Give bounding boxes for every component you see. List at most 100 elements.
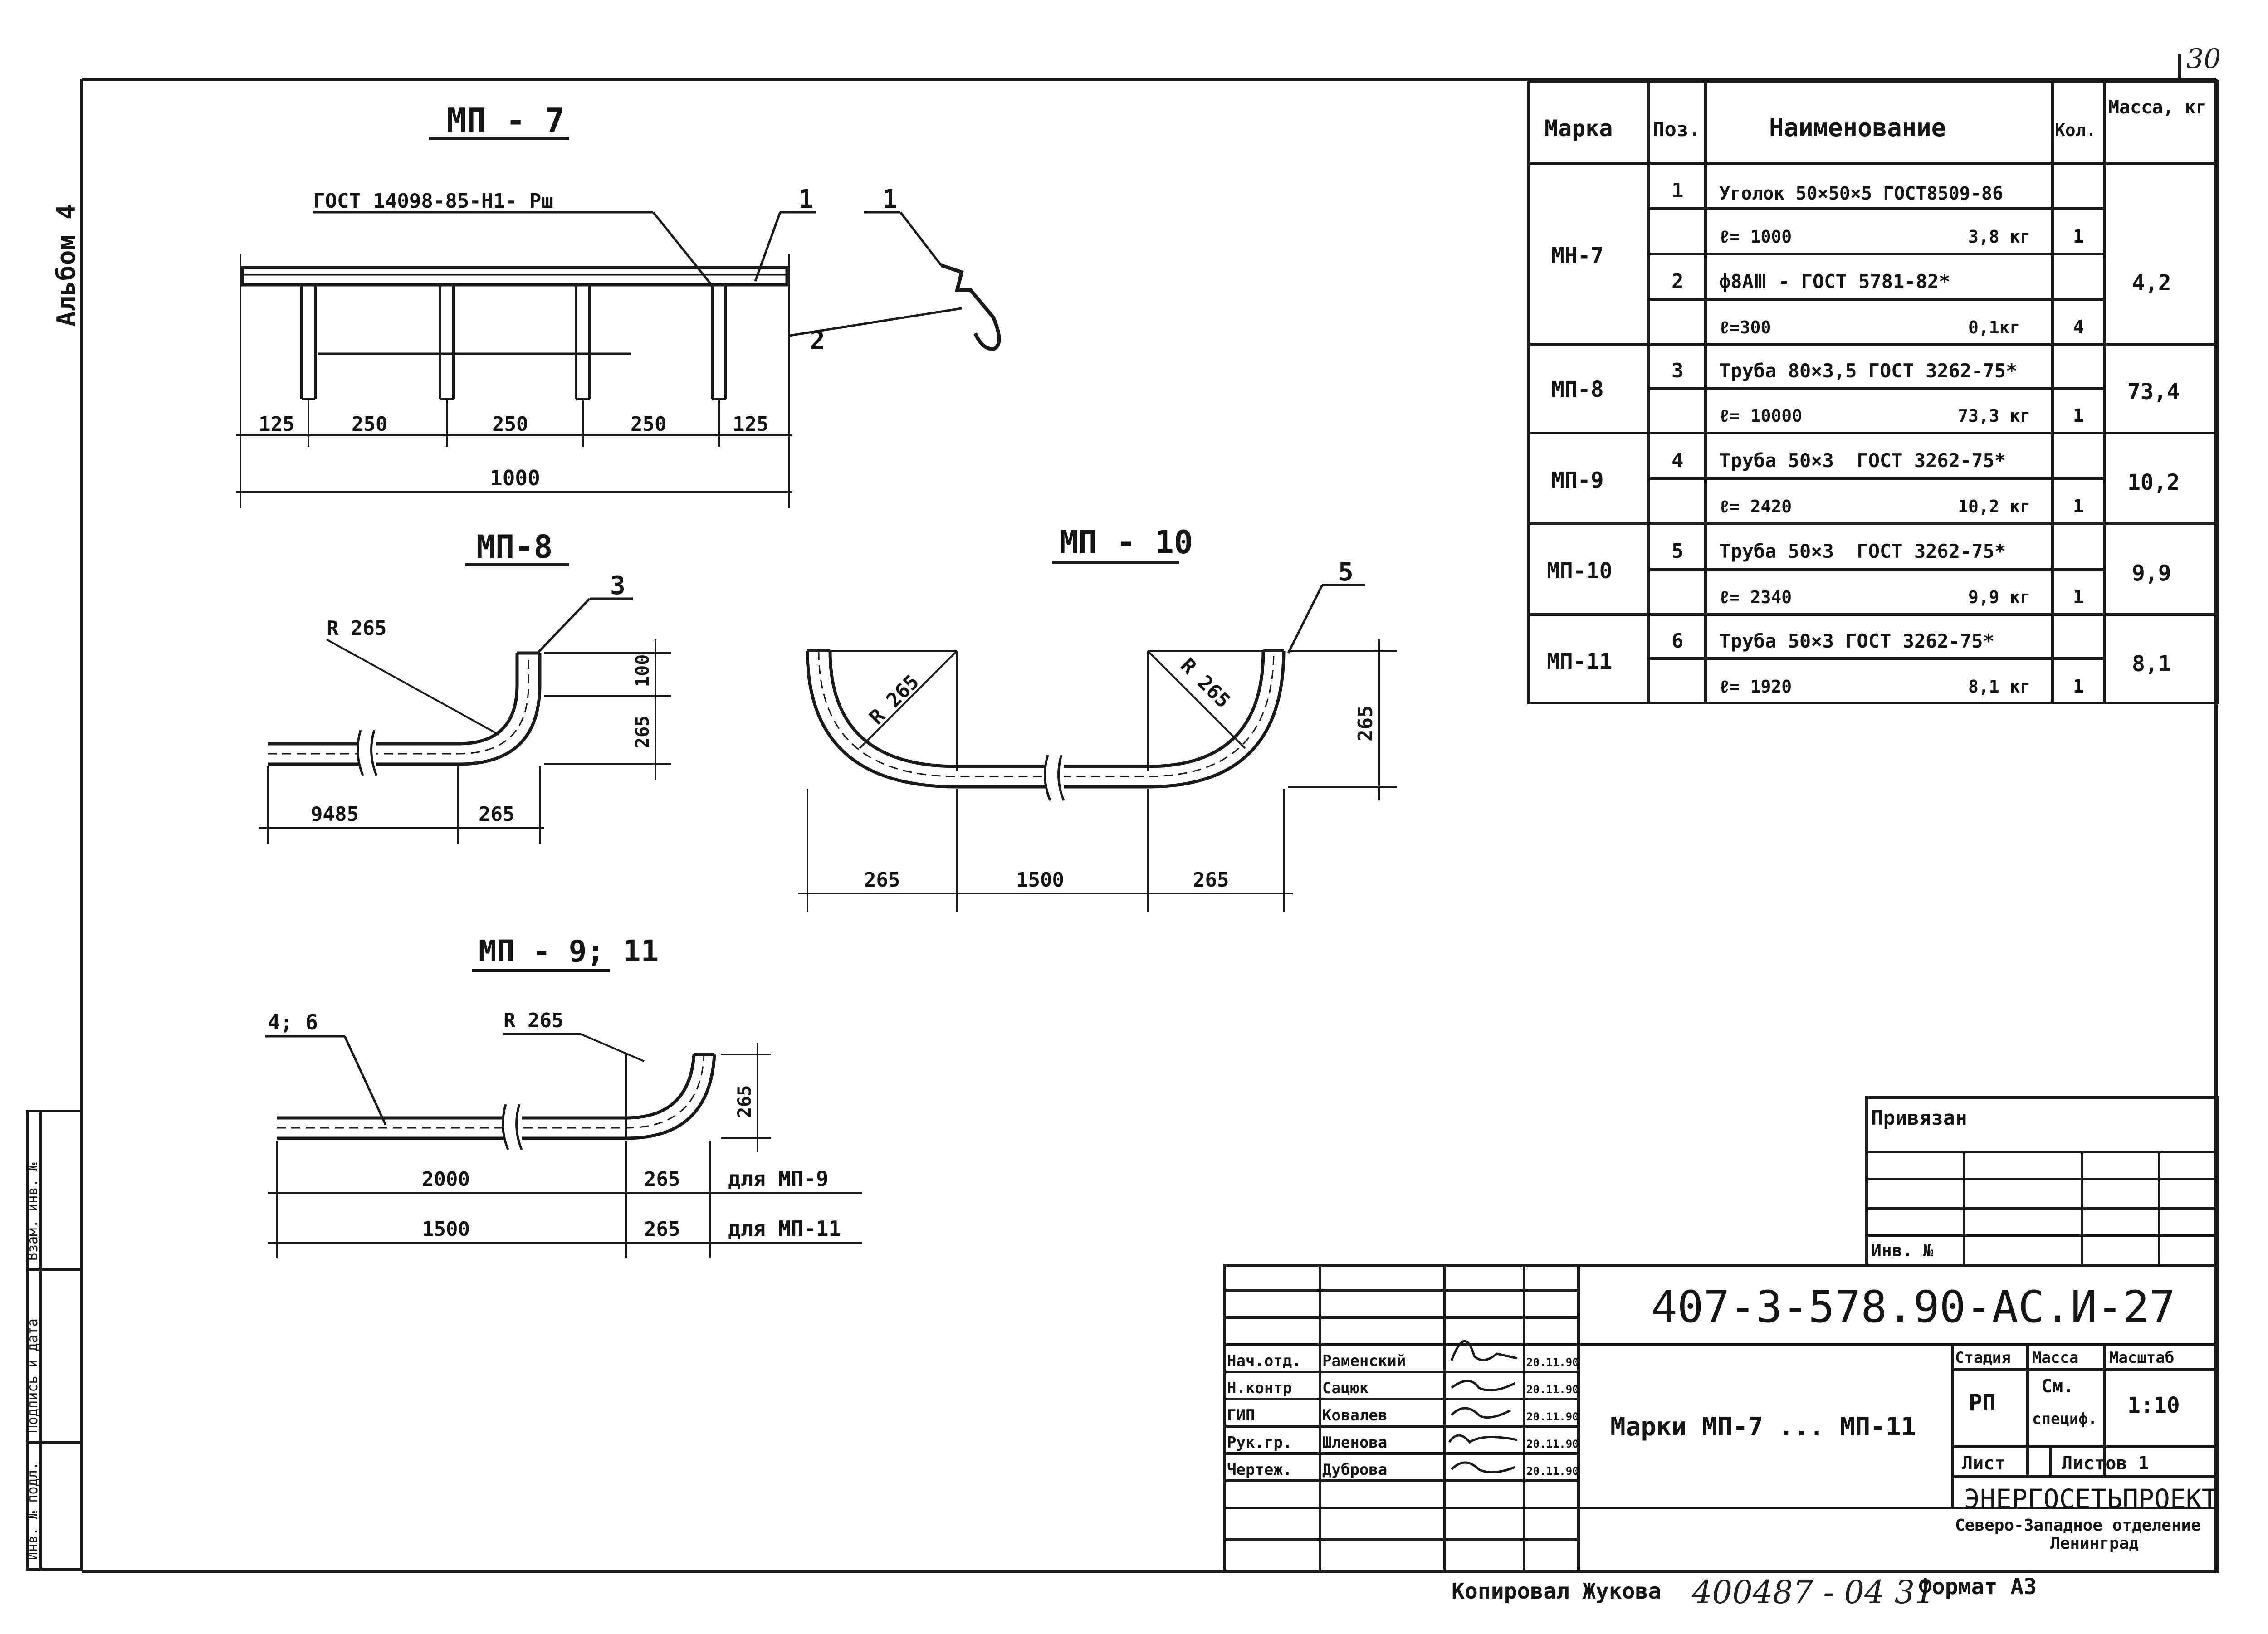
mp7-dim-1: 125 xyxy=(259,413,294,436)
margin-stamp-2: Подпись и дата xyxy=(25,1318,41,1433)
sig-date-1: 20.11.90 xyxy=(1526,1356,1579,1369)
binding-inv-label: Инв. № xyxy=(1871,1240,1933,1260)
mp7-dim-3: 250 xyxy=(492,413,528,436)
margin-stamp-3: Инв. № подл. xyxy=(25,1462,41,1560)
spec-pos-6: 6 xyxy=(1672,629,1684,653)
mp7-anchor-bars xyxy=(300,285,727,400)
spec-mass-mn7: 4,2 xyxy=(2132,270,2171,296)
mp9-11-row2-note: для МП-11 xyxy=(728,1216,841,1241)
mp7-callout-2: 2 xyxy=(810,326,825,356)
spec-mark-mp8: МП-8 xyxy=(1551,377,1604,402)
mp9-11-pipe xyxy=(277,1053,716,1140)
org-city: Ленинград xyxy=(2050,1534,2139,1553)
sig-role-1: Нач.отд. xyxy=(1227,1352,1301,1370)
spec-header-mass: Масса, кг xyxy=(2108,97,2207,118)
sig-role-5: Чертеж. xyxy=(1227,1461,1292,1479)
drawing-mp8: МП-8 3 R 265 9485 265 100 265 xyxy=(259,528,671,844)
spec-qty-1b: 1 xyxy=(2073,226,2084,247)
mp7-dim-total: 1000 xyxy=(490,466,540,490)
spec-name-6: Труба 50×3 ГОСТ 3262-75* xyxy=(1719,630,1994,652)
spec-header-qty: Кол. xyxy=(2055,120,2097,140)
binding-title: Привязан xyxy=(1871,1107,1967,1130)
spec-name-3b: ℓ= 10000 73,3 кг xyxy=(1719,406,2030,426)
binding-box: Привязан Инв. № xyxy=(1865,1096,2219,1267)
mp8-dim-h1: 100 xyxy=(632,654,653,687)
mp8-callout: 3 xyxy=(610,571,626,600)
sig-name-4: Шленова xyxy=(1322,1434,1387,1452)
spec-mass-mp10: 9,9 xyxy=(2132,561,2171,586)
mp9-11-row1-note: для МП-9 xyxy=(728,1166,829,1191)
sig-role-4: Рук.гр. xyxy=(1227,1434,1292,1452)
sig-name-2: Сацюк xyxy=(1322,1379,1369,1397)
spec-mass-mp8: 73,4 xyxy=(2127,379,2180,405)
drawing-mp10: МП - 10 5 R 265 R 265 xyxy=(798,524,1397,912)
stage-value: РП xyxy=(1969,1390,1996,1416)
mp7-dim-2: 250 xyxy=(352,413,387,436)
spec-name-4: Труба 50×3 ГОСТ 3262-75* xyxy=(1719,449,2006,472)
format-label: Формат А3 xyxy=(1919,1574,2037,1600)
mp9-11-dim-height: 265 xyxy=(734,1085,755,1118)
mp9-11-radius: R 265 xyxy=(503,1009,563,1032)
spec-mark-mn7: МН-7 xyxy=(1551,243,1604,268)
spec-name-4b: ℓ= 2420 10,2 кг xyxy=(1719,497,2030,517)
sig-name-1: Раменский xyxy=(1322,1352,1406,1370)
spec-header-pos: Поз. xyxy=(1652,118,1701,141)
spec-mark-mp9: МП-9 xyxy=(1551,468,1604,493)
mp7-callout-1b: 1 xyxy=(882,185,898,214)
spec-mark-mp11: МП-11 xyxy=(1547,649,1613,674)
mp10-radius-left: R 265 xyxy=(865,670,924,729)
sheets-label: Листов 1 xyxy=(2062,1453,2149,1474)
copied-by: Копировал Жукова xyxy=(1452,1579,1661,1604)
spec-header-mark: Марка xyxy=(1545,115,1613,141)
sig-date-3: 20.11.90 xyxy=(1526,1410,1579,1423)
spec-name-1b: ℓ= 1000 3,8 кг xyxy=(1719,227,2030,247)
mp10-dim-left: 265 xyxy=(864,868,900,892)
sig-date-2: 20.11.90 xyxy=(1526,1383,1579,1396)
scale-value: 1:10 xyxy=(2127,1393,2180,1418)
mp7-dimension-lines xyxy=(236,254,792,508)
page-number: 30 xyxy=(2186,43,2221,75)
spec-qty-6b: 1 xyxy=(2073,676,2084,697)
left-margin-stamp-box xyxy=(26,1110,83,1571)
mp7-callout-1a: 1 xyxy=(798,185,814,214)
spec-header-name: Наименование xyxy=(1769,113,1946,142)
stage-label: Стадия xyxy=(1955,1349,2011,1367)
mp9-11-title: МП - 9; 11 xyxy=(479,934,659,969)
scale-label: Масштаб xyxy=(2109,1349,2174,1367)
mp8-dimension-lines xyxy=(259,639,671,844)
mp7-angle-bar xyxy=(241,266,789,287)
mp9-11-row1-bend: 265 xyxy=(644,1168,680,1191)
spec-name-5b: ℓ= 2340 9,9 кг xyxy=(1719,587,2030,607)
spec-mass-mp11: 8,1 xyxy=(2132,651,2171,677)
mp8-title: МП-8 xyxy=(476,528,553,566)
spec-name-6b: ℓ= 1920 8,1 кг xyxy=(1719,677,2030,697)
mp9-11-row2-len: 1500 xyxy=(422,1218,470,1241)
mp9-11-row2-bend: 265 xyxy=(644,1218,680,1241)
mp10-radius-right: R 265 xyxy=(1176,654,1235,713)
mp7-title: МП - 7 xyxy=(447,101,565,139)
spec-qty-5b: 1 xyxy=(2073,587,2084,608)
spec-mass-mp9: 10,2 xyxy=(2127,470,2180,495)
mp10-dim-mid: 1500 xyxy=(1016,868,1064,892)
spec-qty-4b: 1 xyxy=(2073,496,2084,517)
mp10-dimension-lines xyxy=(798,639,1397,912)
album-label: Альбом 4 xyxy=(52,204,81,327)
sig-name-3: Ковалев xyxy=(1322,1406,1387,1424)
mp8-dim-len: 9485 xyxy=(311,803,359,826)
mass-label: Масса xyxy=(2032,1349,2078,1367)
sheet-title: Марки МП-7 ... МП-11 xyxy=(1610,1412,1916,1442)
spec-pos-2: 2 xyxy=(1672,270,1684,293)
mp10-title: МП - 10 xyxy=(1059,524,1193,561)
mp9-11-callout: 4; 6 xyxy=(268,1010,318,1034)
archive-stamp: 400487 - 04 31 xyxy=(1691,1574,1935,1611)
drawing-mp7: МП - 7 ГОСТ 14098-85-Н1- Рш 1 1 2 xyxy=(236,101,1001,508)
spec-name-5: Труба 50×3 ГОСТ 3262-75* xyxy=(1719,540,2006,562)
org-name: ЭНЕРГОСЕТЬПРОЕКТ xyxy=(1964,1483,2218,1514)
org-dept: Северо-Западное отделение xyxy=(1955,1516,2201,1535)
margin-stamp-1: Взам. инв. № xyxy=(25,1162,41,1261)
mp8-dim-bend: 265 xyxy=(479,803,514,826)
mp8-radius: R 265 xyxy=(327,617,386,640)
sig-role-2: Н.контр xyxy=(1227,1379,1292,1397)
spec-name-1: Уголок 50×50×5 ГОСТ8509-86 xyxy=(1719,183,2003,204)
